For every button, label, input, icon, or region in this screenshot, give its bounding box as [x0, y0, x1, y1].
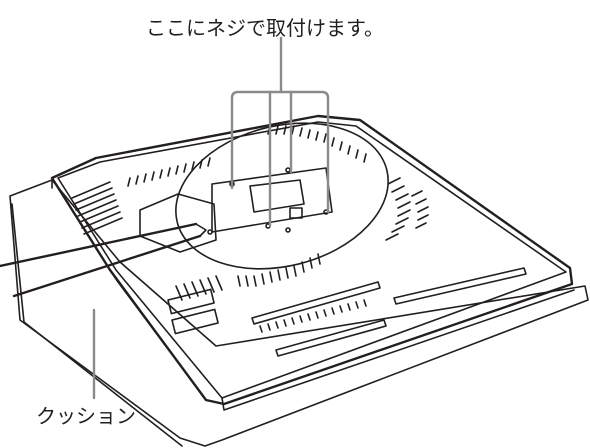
- cushion-mat: [9, 179, 589, 447]
- vent-slots-bottom-rows: [251, 267, 527, 357]
- vent-ring: [175, 122, 389, 270]
- stand-arm: [0, 222, 207, 298]
- screw-leader-lines: [230, 36, 330, 228]
- cushion-label: クッション: [36, 404, 136, 428]
- vent-slots-right: [385, 177, 429, 241]
- mounting-plate: [139, 167, 333, 253]
- port-block: [167, 288, 219, 335]
- monitor-back: [50, 114, 575, 411]
- screw-note-label: ここにネジで取付けます。: [146, 16, 384, 40]
- vent-slots-lower: [175, 253, 321, 301]
- vent-slots-left: [71, 181, 123, 235]
